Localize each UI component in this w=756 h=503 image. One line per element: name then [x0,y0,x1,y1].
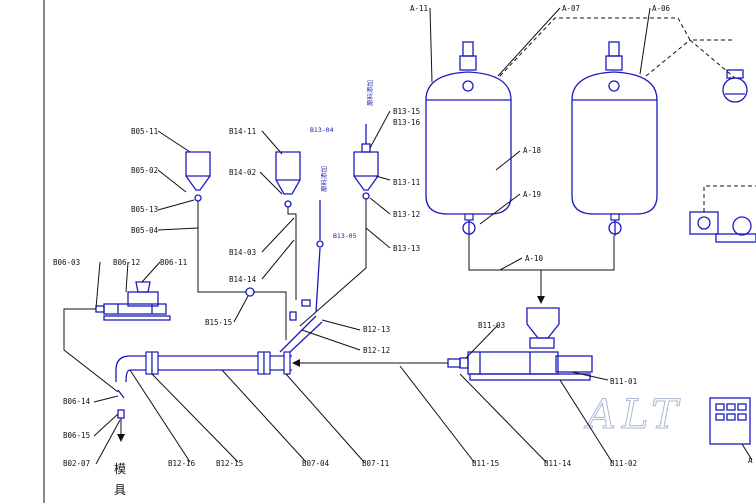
label-b11-01: B11-01 [610,377,637,386]
leader-lines [93,7,651,465]
mold-label-2: 具 [114,483,126,497]
label-b07-04: B07-04 [302,459,330,468]
label-b14-03: B14-03 [229,248,256,257]
label-b13-12: B13-12 [393,210,420,219]
label-a06: A-06 [652,4,671,13]
label-b06-12: B06-12 [113,258,140,267]
label-b11-02: B11-02 [610,459,637,468]
hopper-b14 [275,151,301,208]
label-a10: A-10 [525,254,544,263]
label-b13-11: B13-11 [393,178,420,187]
vapor-line [499,17,735,77]
reactor-tank-1 [425,41,512,236]
label-b05-02: B05-02 [131,166,158,175]
label-b11-15: B11-15 [472,459,499,468]
hopper-b13 [353,124,379,200]
extruder-b11 [447,307,593,381]
watermark: ALT [583,392,684,438]
control-cabinet [709,397,753,461]
label-b12-16: B12-16 [168,459,196,468]
label-b14-14: B14-14 [229,275,257,284]
label-b05-11: B05-11 [131,127,158,136]
label-b12-15: B12-15 [216,459,243,468]
hopper-b05 [185,151,211,202]
label-b14-11: B14-11 [229,127,256,136]
label-b13-04: B13-04 [310,126,334,134]
label-b14-02: B14-02 [229,168,256,177]
label-a-edge: A [748,456,753,465]
label-a19: A-19 [523,190,541,199]
label-b13-15: B13-15 [393,107,420,116]
mold-outlet [117,389,125,442]
label-b06-11: B06-11 [160,258,187,267]
label-b13-16: B13-16 [393,118,421,127]
label-b02-07: B02-07 [63,459,90,468]
note-feed-2: 原料添加 [319,166,328,192]
note-feed-1: 原料添加 [365,80,374,106]
main-horizontal-pipe [115,351,292,383]
label-b05-04: B05-04 [131,226,159,235]
label-b06-03: B06-03 [53,258,80,267]
mixing-junction [279,299,323,353]
label-b06-15: B06-15 [63,431,90,440]
label-b06-14: B06-14 [63,397,91,406]
metering-pump-b06 [95,281,171,321]
label-b13-05: B13-05 [333,232,357,240]
condenser [722,69,748,103]
label-b12-12: B12-12 [363,346,390,355]
reactor-tank-2 [571,41,658,236]
tank-outlet-pipe [468,236,615,271]
label-b07-11: B07-11 [362,459,389,468]
label-a18: A-18 [523,146,542,155]
additive-valve-b13 [315,200,324,313]
label-a07: A-07 [562,4,580,13]
label-b12-13: B12-13 [363,325,390,334]
label-a11: A-11 [410,4,428,13]
label-b11-14: B11-14 [544,459,572,468]
label-b13-13: B13-13 [393,244,420,253]
label-b11-03: B11-03 [478,321,505,330]
label-b05-13: B05-13 [131,205,158,214]
vacuum-pump [689,185,756,243]
valve-b15 [245,287,255,297]
label-b15-15: B15-15 [205,318,232,327]
mold-label-1: 模 [114,462,126,476]
